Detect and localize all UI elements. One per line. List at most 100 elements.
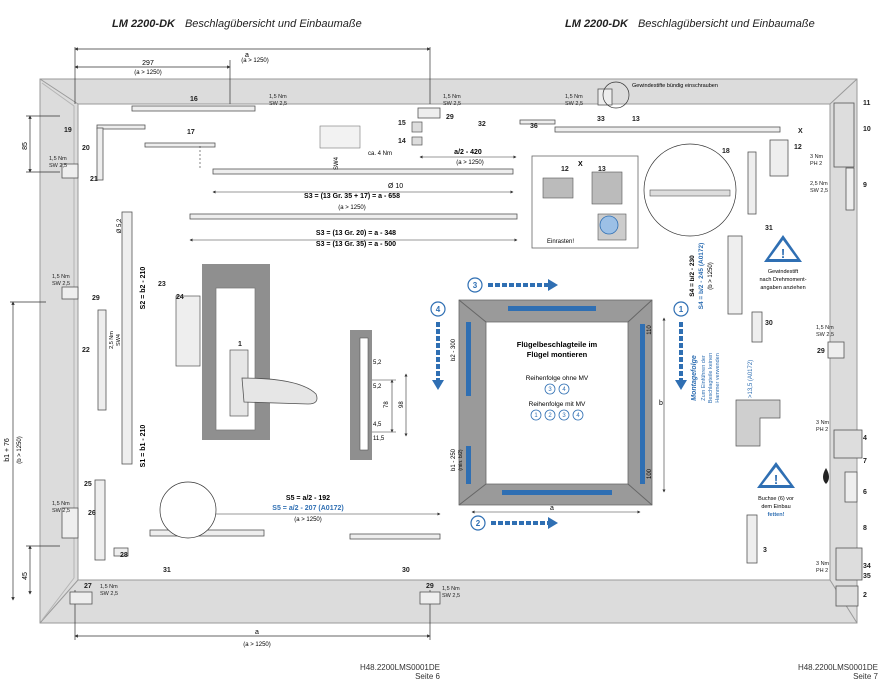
step-arrow-2 bbox=[470, 515, 558, 531]
part-label-31-bottom: 31 bbox=[163, 567, 171, 574]
step-arrow-3 bbox=[467, 277, 558, 293]
part-label-36: 36 bbox=[530, 123, 538, 130]
part-label-8: 8 bbox=[863, 525, 867, 532]
part-label-18: 18 bbox=[722, 148, 730, 155]
part-label-9: 9 bbox=[863, 182, 867, 189]
seq2-label: Reihenfolge mit MV bbox=[529, 401, 586, 408]
footer-right-page: Seite 7 bbox=[853, 672, 878, 681]
warn1-line2: nach Drehmoment- bbox=[759, 277, 806, 283]
dim-s3a-gt: (a > 1250) bbox=[338, 205, 366, 211]
dim-b-gt: (b > 1250) bbox=[17, 436, 23, 464]
sash-frame bbox=[458, 299, 653, 506]
dim-s1: S1 = b1 - 210 bbox=[140, 425, 147, 468]
torque-21-sw: SW 2,5 bbox=[49, 163, 67, 169]
part-29-right bbox=[827, 341, 845, 359]
part-label-2: 2 bbox=[863, 592, 867, 599]
part-label-15: 15 bbox=[398, 120, 406, 127]
part-label-12: 12 bbox=[794, 144, 802, 151]
dim-45-profile: 4,5 bbox=[373, 422, 382, 428]
torque-22-nm: 2,5 Nm bbox=[109, 331, 115, 349]
dim-top-a: a bbox=[245, 52, 249, 59]
seq2-step-3: 3 bbox=[562, 413, 566, 419]
dim-s5a: S5 = a/2 - 192 bbox=[286, 495, 330, 502]
dim-bottom-a-gt: (a > 1250) bbox=[243, 642, 271, 648]
part-label-33: 33 bbox=[597, 116, 605, 123]
seq2-step-1: 1 bbox=[534, 413, 538, 419]
warn1-line3: angaben anziehen bbox=[760, 285, 805, 291]
part-label-16: 16 bbox=[190, 96, 198, 103]
seq1-circles bbox=[544, 383, 570, 395]
dim-115-profile: 11,5 bbox=[373, 436, 385, 442]
torque-sw4: SW4 bbox=[334, 156, 340, 170]
torque-34-nm: 3 Nm bbox=[816, 561, 830, 567]
part-label-10: 10 bbox=[863, 126, 871, 133]
seq1-step-2: 4 bbox=[562, 387, 566, 393]
torque-36-nm: 1,5 Nm bbox=[565, 94, 583, 100]
dim-s5b: S5 = a/2 - 207 (A0172) bbox=[272, 505, 343, 512]
part-label-29-left: 29 bbox=[92, 295, 100, 302]
footer-left: H48.2200LMS0001DE Seite 6 bbox=[330, 663, 440, 681]
part-label-29-top: 29 bbox=[446, 114, 454, 121]
part-label-X: X bbox=[798, 128, 803, 135]
part-2 bbox=[835, 585, 859, 607]
part-30 bbox=[751, 311, 763, 343]
svg-text:!: ! bbox=[774, 472, 778, 487]
part-label-29-bottom: 29 bbox=[426, 583, 434, 590]
dim-b1-76: b1 + 76 bbox=[4, 438, 11, 462]
part-label-23: 23 bbox=[158, 281, 166, 288]
sash-dim-110: 110 bbox=[647, 325, 653, 335]
part-4-hinge bbox=[833, 429, 863, 459]
part-29-top bbox=[417, 107, 441, 119]
torque-ca4nm: ca. 4 Nm bbox=[368, 151, 392, 157]
torque-29top-nm: 1,5 Nm bbox=[443, 94, 461, 100]
sash-title-1: Flügelbeschlagteile im bbox=[517, 340, 598, 349]
part-label-35: 35 bbox=[863, 573, 871, 580]
sash-dim-b1-sub: (min. b/2) bbox=[458, 449, 464, 470]
footer-right: H48.2200LMS0001DE Seite 7 bbox=[768, 663, 878, 681]
part-label-26: 26 bbox=[88, 510, 96, 517]
detail-label-x: X bbox=[578, 161, 583, 168]
part-label-28: 28 bbox=[120, 552, 128, 559]
part-label-1: 1 bbox=[238, 341, 242, 348]
header-left-title: Beschlagübersicht und Einbaumaße bbox=[184, 18, 362, 30]
screw-detail bbox=[597, 88, 613, 106]
part-22 bbox=[97, 309, 107, 411]
step-2-label: 2 bbox=[476, 519, 481, 528]
part-18-rail bbox=[747, 151, 757, 215]
seq2-step-2: 2 bbox=[548, 413, 552, 419]
dim-s3c: S3 = (13 Gr. 35) = a - 500 bbox=[316, 241, 396, 248]
dim-78: 78 bbox=[384, 401, 390, 408]
warning-triangle-1: ! bbox=[764, 235, 802, 262]
part-28 bbox=[113, 547, 129, 557]
torque-29bottom-sw: SW 2,5 bbox=[442, 593, 460, 599]
torque-29bottom-nm: 1,5 Nm bbox=[442, 586, 460, 592]
header-right-title: Beschlagübersicht und Einbaumaße bbox=[637, 18, 815, 30]
s3-rail-a bbox=[212, 168, 514, 175]
part-label-6: 6 bbox=[863, 489, 867, 496]
sash-dim-b: b bbox=[659, 400, 663, 407]
part-label-20: 20 bbox=[82, 145, 90, 152]
dim-13-5: >13,5 (A0172) bbox=[748, 360, 754, 398]
montagefolge-line3: Hammer verwenden bbox=[715, 353, 721, 403]
footer-left-page: Seite 6 bbox=[415, 672, 440, 681]
part-34-35 bbox=[835, 547, 863, 581]
part-17-bar bbox=[144, 142, 216, 148]
part-7-8-sketch bbox=[319, 125, 361, 149]
detail-circle-top bbox=[602, 81, 630, 109]
part-label-25: 25 bbox=[84, 481, 92, 488]
detail-box-x bbox=[531, 155, 639, 249]
left-dimensions bbox=[10, 115, 60, 601]
part-21 bbox=[61, 163, 79, 179]
dim-s2: S2 = b2 - 210 bbox=[140, 267, 147, 310]
dim-dia52: Ø 5,2 bbox=[117, 218, 123, 233]
header-left-code: LM 2200-DK bbox=[112, 18, 175, 30]
note-gewindestift: Gewindestifte bündig einschrauben bbox=[632, 83, 718, 89]
torque-22-sw: SW4 bbox=[116, 334, 122, 346]
part-29-bottom bbox=[419, 591, 441, 605]
part-label-17: 17 bbox=[187, 129, 195, 136]
profile-section bbox=[350, 330, 408, 460]
sash-dim-a: a bbox=[550, 505, 554, 512]
warn1-line1: Gewindestift bbox=[768, 269, 799, 275]
torque-29right-nm: 1,5 Nm bbox=[816, 325, 834, 331]
